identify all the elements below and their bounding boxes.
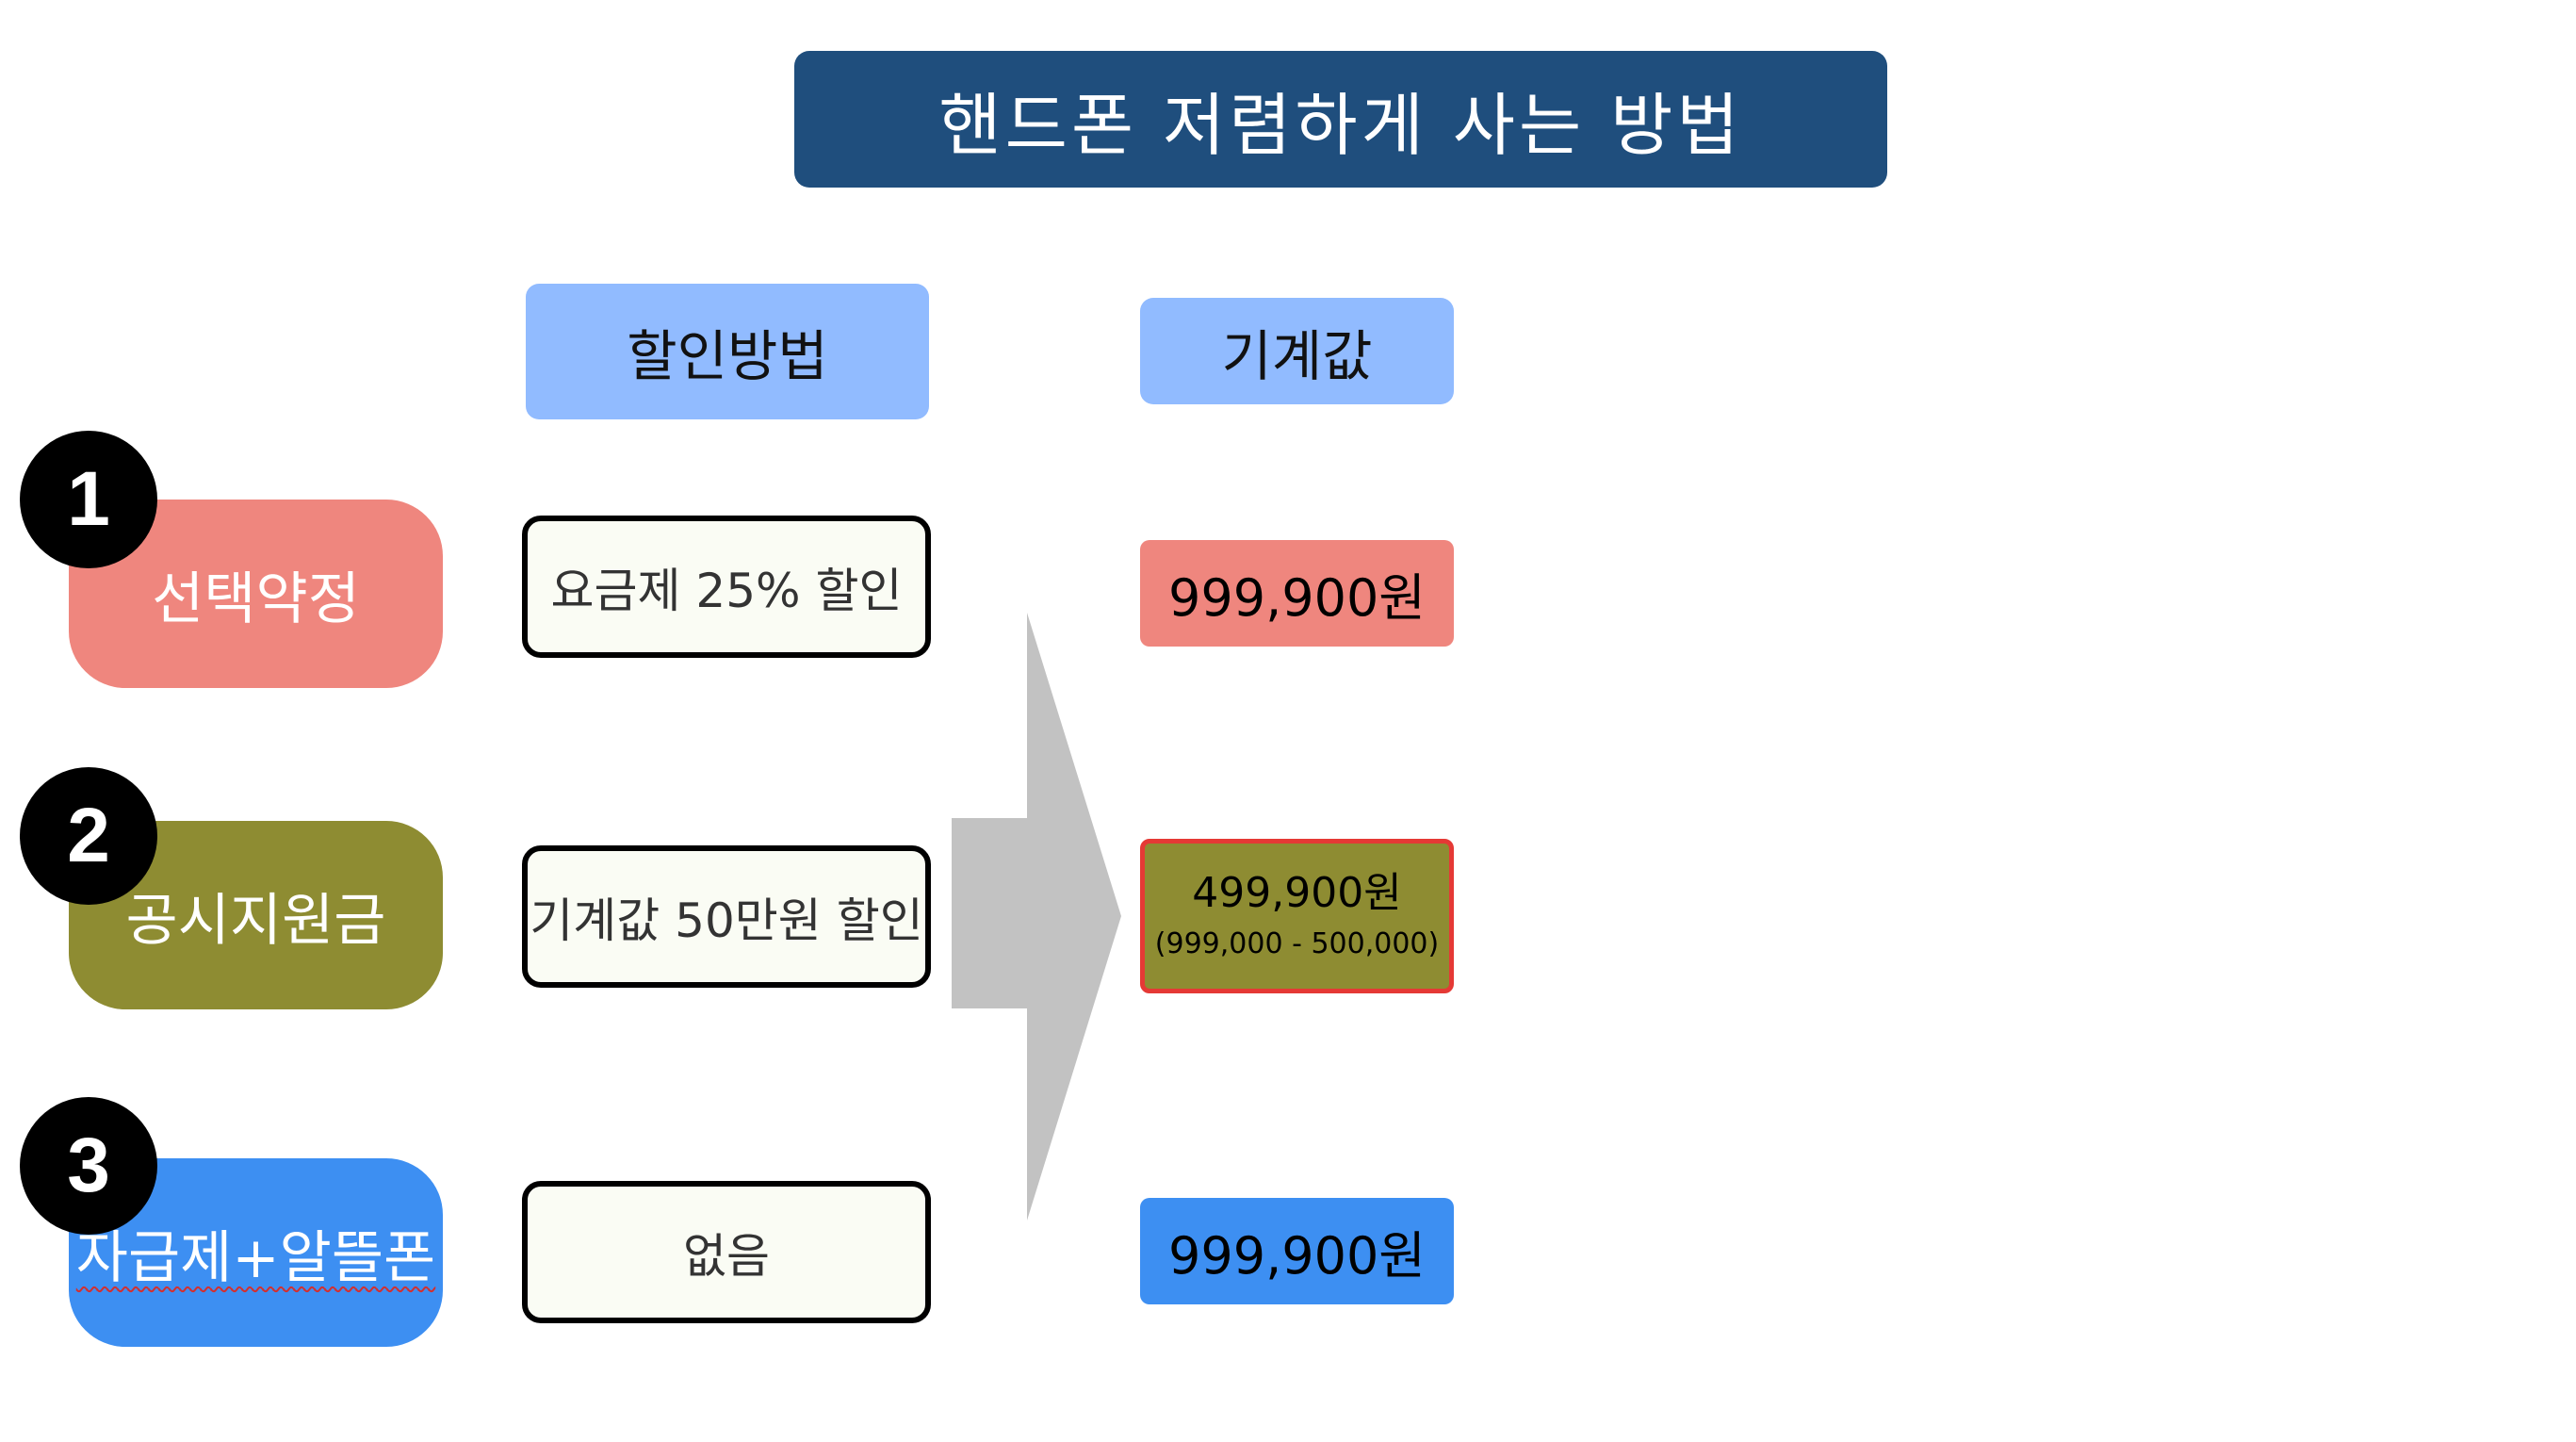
number-badge-3: 3 [20,1097,157,1235]
price-detail-2: (999,000 - 500,000) [1154,926,1440,960]
header-discount-method: 할인방법 [526,284,929,419]
price-box-3: 999,900원 [1140,1198,1454,1304]
badge-number-3: 3 [67,1122,110,1208]
method-text-2: 기계값 50만원 할인 [530,893,923,948]
header-discount-method-label: 할인방법 [627,324,828,388]
method-box-3: 없음 [522,1181,931,1323]
title-banner: 핸드폰 저렴하게 사는 방법 [794,51,1887,188]
header-device-price-label: 기계값 [1221,323,1373,388]
option-pill-1: 선택약정 [69,500,443,688]
badge-number-2: 2 [67,793,110,878]
price-box-1: 999,900원 [1140,540,1454,647]
right-arrow-icon [952,613,1121,1221]
method-text-1: 요금제 25% 할인 [550,563,903,618]
method-box-1: 요금제 25% 할인 [522,516,931,658]
price-text-2: 499,900원 [1192,869,1402,918]
price-box-2-highlighted: 499,900원 (999,000 - 500,000) [1140,839,1454,993]
header-device-price: 기계값 [1140,298,1454,404]
option-name-1: 선택약정 [152,565,360,632]
page-title: 핸드폰 저렴하게 사는 방법 [938,86,1743,165]
badge-number-1: 1 [67,456,110,542]
number-badge-2: 2 [20,767,157,905]
number-badge-1: 1 [20,431,157,568]
arrow-shape [952,613,1121,1221]
price-text-3: 999,900원 [1168,1226,1426,1286]
method-box-2: 기계값 50만원 할인 [522,845,931,988]
price-text-1: 999,900원 [1168,568,1426,628]
option-name-2: 공시지원금 [125,887,386,954]
method-text-3: 없음 [683,1228,770,1284]
option-name-3: 자급제+알뜰폰 [75,1224,436,1291]
